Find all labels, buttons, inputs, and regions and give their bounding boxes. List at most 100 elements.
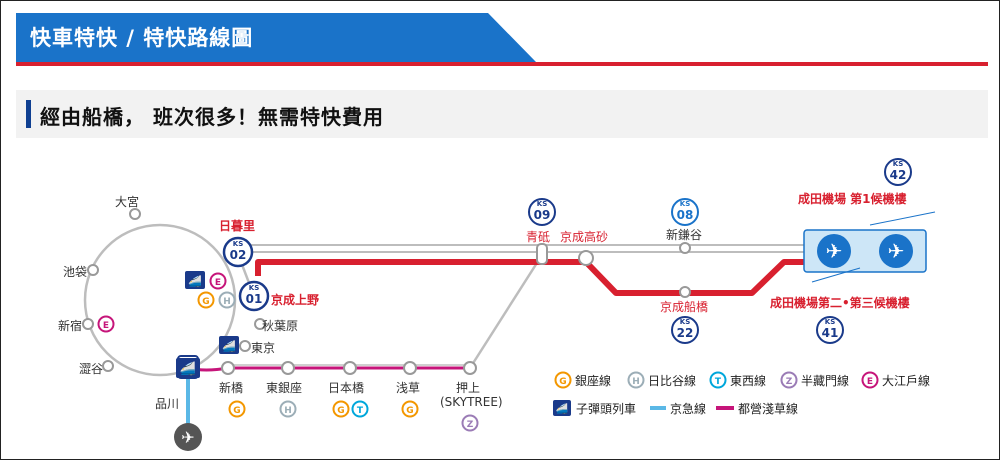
station-dot-keisei-takasago	[578, 250, 594, 266]
bullet-train-icon: 🚄	[219, 336, 239, 354]
svg-text:G: G	[559, 377, 566, 387]
station-code-badge: KS 02	[222, 236, 254, 268]
svg-text:E: E	[867, 377, 873, 387]
svg-text:京急線: 京急線	[670, 401, 706, 416]
airplane-icon: ✈	[879, 234, 913, 268]
station-higashi-ginza: 東銀座	[266, 380, 302, 395]
legend-hibiya: H 日比谷線	[627, 371, 696, 389]
station-dot-tokyo	[239, 340, 251, 352]
svg-text:KS: KS	[680, 318, 690, 326]
station-aoto: 青砥	[526, 230, 550, 244]
station-code-badge: KS 42	[884, 158, 912, 186]
bullet-train-icon	[553, 400, 571, 416]
svg-text:🚄: 🚄	[180, 361, 196, 377]
svg-text:KS: KS	[537, 200, 547, 208]
subheader-title: 經由船橋， 班次很多！無需特快費用	[40, 105, 384, 129]
svg-text:Z: Z	[786, 377, 793, 387]
station-tokyo: 東京	[251, 341, 275, 355]
station-code-badge: KS 01	[238, 280, 270, 312]
svg-text:✈: ✈	[181, 428, 194, 447]
legend-hanzomon: Z 半藏門線	[780, 371, 849, 389]
svg-text:G: G	[233, 406, 240, 416]
line-mark-t: T	[351, 400, 369, 418]
svg-text:08: 08	[677, 208, 694, 222]
svg-text:E: E	[215, 278, 221, 288]
station-nippori: 日暮里	[219, 218, 255, 233]
svg-text:東西線: 東西線	[730, 373, 766, 388]
legend-asakusa: 都營淺草線	[716, 401, 798, 416]
header-band	[16, 13, 536, 62]
svg-text:半藏門線: 半藏門線	[801, 373, 849, 388]
header-rule	[16, 62, 988, 66]
svg-text:KS: KS	[233, 240, 243, 248]
station-dot-keisei-funabashi	[679, 286, 691, 298]
keisei-main-line	[255, 259, 805, 296]
station-shinbashi: 新橋	[219, 380, 243, 395]
svg-text:都營淺草線: 都營淺草線	[738, 401, 798, 416]
svg-text:KS: KS	[825, 318, 835, 326]
line-mark-e: E	[97, 315, 115, 333]
svg-text:H: H	[223, 297, 231, 307]
station-dot-aoto	[536, 243, 548, 265]
station-code-badge: KS 08	[671, 198, 699, 226]
station-shinagawa: 品川	[155, 397, 179, 411]
line-mark-h: H	[218, 291, 236, 309]
station-keisei-takasago: 京成高砂	[560, 229, 608, 244]
legend-oedo: E 大江戶線	[861, 371, 930, 389]
t1-leader	[869, 211, 936, 226]
subheader-box	[16, 90, 988, 138]
svg-text:KS: KS	[893, 160, 903, 168]
svg-text:02: 02	[230, 248, 247, 262]
station-oshiage: 押上	[456, 381, 480, 395]
airplane-icon: ✈	[817, 234, 851, 268]
station-dot-asakusa	[403, 361, 417, 375]
station-narita-t23: 成田機場第二•第三候機樓	[770, 295, 910, 310]
station-dot-akihabara	[254, 318, 266, 330]
station-asakusa: 浅草	[396, 381, 420, 395]
svg-text:KS: KS	[680, 200, 690, 208]
station-ikebukuro: 池袋	[63, 265, 87, 279]
legend-tozai: T 東西線	[709, 371, 766, 389]
svg-text:41: 41	[822, 326, 839, 340]
station-shibuya: 澀谷	[79, 361, 103, 376]
line-mark-g: G	[401, 400, 419, 418]
station-dot-shibuya	[102, 360, 114, 372]
svg-text:G: G	[406, 406, 413, 416]
svg-text:大江戶線: 大江戶線	[882, 373, 930, 388]
svg-text:✈: ✈	[888, 239, 905, 263]
oshiage-aoto-line	[468, 254, 544, 369]
svg-text:KS: KS	[249, 284, 259, 292]
svg-text:H: H	[284, 406, 292, 416]
station-shin-kamagaya: 新鎌谷	[666, 227, 702, 242]
station-code-badge: KS 22	[671, 316, 699, 344]
station-oshiage-sub: (SKYTREE)	[440, 395, 503, 409]
t23-leader	[811, 267, 861, 283]
station-dot-shinjuku	[82, 318, 94, 330]
station-code-badge: KS 09	[528, 198, 556, 226]
svg-text:T: T	[357, 406, 364, 416]
station-code-badge: KS 41	[816, 316, 844, 344]
station-dot-oshiage	[463, 361, 477, 375]
svg-text:G: G	[337, 406, 344, 416]
legend-bullet-train: 🚄 子彈頭列車	[553, 400, 636, 416]
station-dot-ikebukuro	[87, 264, 99, 276]
bullet-train-icon: 🚄	[176, 358, 200, 378]
station-dot-shinbashi	[221, 361, 235, 375]
svg-text:01: 01	[246, 292, 263, 306]
station-omiya: 大宮	[115, 194, 139, 209]
svg-text:✈: ✈	[826, 239, 843, 263]
airplane-icon: ✈	[174, 423, 202, 451]
header-title: 快車特快 / 特快路線圖	[30, 26, 254, 50]
line-mark-e: E	[209, 272, 227, 290]
legend: G 銀座線 H 日比谷線 T 東西線 Z 半藏門線 E 大江戶線 🚄 子彈頭列車	[553, 371, 930, 416]
svg-text:42: 42	[890, 168, 907, 182]
station-nihonbashi: 日本橋	[328, 381, 364, 395]
svg-text:Z: Z	[467, 420, 474, 430]
svg-text:🚄: 🚄	[222, 340, 236, 353]
svg-text:日比谷線: 日比谷線	[648, 373, 696, 388]
svg-text:子彈頭列車: 子彈頭列車	[576, 402, 636, 416]
line-mark-h: H	[279, 400, 297, 418]
legend-keikyu: 京急線	[650, 401, 706, 416]
